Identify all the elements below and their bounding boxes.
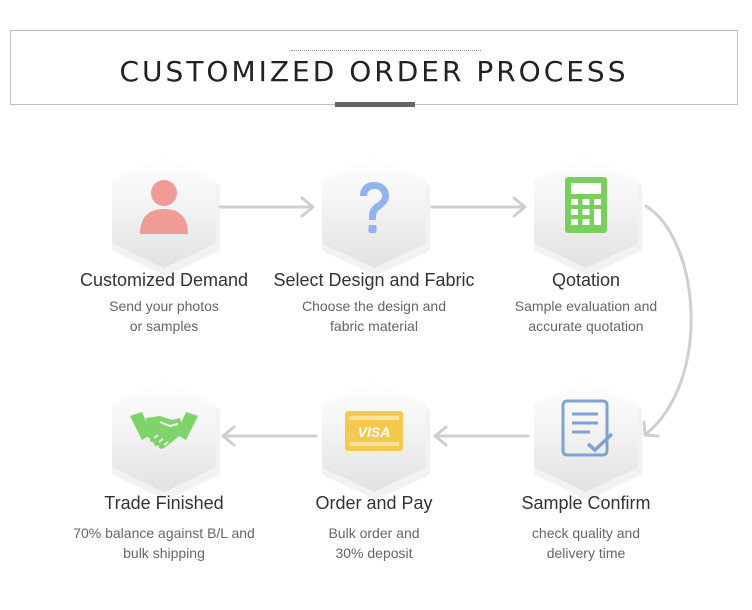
visa-text: VISA [358, 424, 391, 440]
title-underline-bar [335, 102, 415, 107]
step-description-line-1: check quality and [531, 525, 641, 541]
visa-card-icon: VISA [345, 411, 403, 451]
page-title: CUSTOMIZED ORDER PROCESS [119, 55, 629, 88]
step-description-line-2: fabric material [330, 318, 418, 334]
step-description-line-1: Sample evaluation and [514, 298, 658, 314]
user-icon [140, 180, 188, 234]
step-description-line-2: delivery time [546, 545, 626, 561]
step-description-line-2: accurate quotation [528, 318, 644, 334]
step-description-line-1: Send your photos [109, 298, 219, 314]
step-description-line-2: or samples [129, 318, 199, 334]
step-title: Qotation [551, 270, 621, 290]
title-box: CUSTOMIZED ORDER PROCESS [10, 30, 738, 105]
step-description-line-1: Choose the design and [302, 298, 446, 314]
question-mark-icon [360, 182, 389, 233]
step-title: Order and Pay [315, 493, 433, 513]
arrow-left-icon [433, 425, 530, 447]
step-title: Sample Confirm [521, 493, 651, 513]
curved-arrow-down-icon [642, 204, 693, 438]
document-check-icon [561, 399, 614, 457]
hexagon [534, 380, 638, 492]
step-description-line-1: 70% balance against B/L and [73, 525, 255, 541]
step-description-line-1: Bulk order and [328, 525, 420, 541]
step-title: Customized Demand [79, 270, 249, 290]
arrow-left-icon [221, 425, 318, 447]
step-description-line-2: bulk shipping [123, 545, 205, 561]
arrow-right-icon [430, 196, 527, 218]
arrow-right-icon [218, 196, 315, 218]
step-description-line-2: 30% deposit [335, 545, 413, 561]
step-title: Select Design and Fabric [273, 270, 475, 290]
calculator-icon [565, 177, 607, 233]
title-dotted-line [291, 50, 481, 51]
step-title: Trade Finished [104, 493, 224, 513]
handshake-icon [130, 412, 198, 449]
